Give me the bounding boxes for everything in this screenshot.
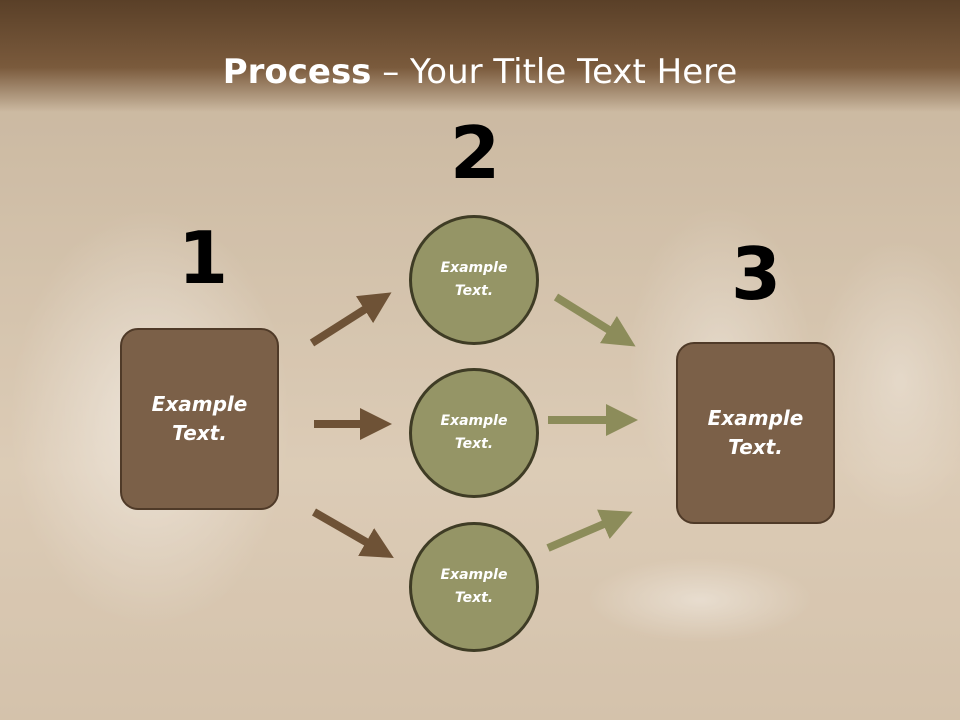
left-box-line1: Example — [151, 392, 248, 416]
circle-middle-line2: Text. — [454, 436, 494, 452]
circle-top-line1: Example — [440, 260, 508, 276]
arrow-left-to-top — [309, 292, 392, 347]
circle-bottom-line2: Text. — [454, 590, 494, 606]
step-number-1: 1 — [178, 216, 229, 300]
right-box[interactable]: Example Text. — [676, 342, 835, 524]
title-rest: – Your Title Text Here — [371, 52, 738, 92]
circle-top[interactable]: Example Text. — [409, 215, 539, 345]
left-box[interactable]: Example Text. — [120, 328, 279, 510]
step-number-2: 2 — [450, 111, 501, 195]
slide-title: Process – Your Title Text Here — [0, 52, 960, 92]
left-box-line2: Text. — [172, 421, 227, 445]
circle-top-line2: Text. — [454, 283, 494, 299]
step-number-3: 3 — [731, 232, 782, 316]
circle-bottom[interactable]: Example Text. — [409, 522, 539, 652]
title-bar — [0, 0, 960, 112]
arrow-bottom-to-right — [546, 509, 633, 552]
circle-bottom-line1: Example — [440, 567, 508, 583]
title-bold: Process — [222, 52, 372, 92]
circle-middle-line1: Example — [440, 413, 508, 429]
arrow-top-to-right — [553, 293, 636, 347]
arrow-left-to-bottom — [312, 508, 394, 558]
right-box-line1: Example — [707, 406, 804, 430]
right-box-line2: Text. — [728, 435, 783, 459]
circle-middle[interactable]: Example Text. — [409, 368, 539, 498]
